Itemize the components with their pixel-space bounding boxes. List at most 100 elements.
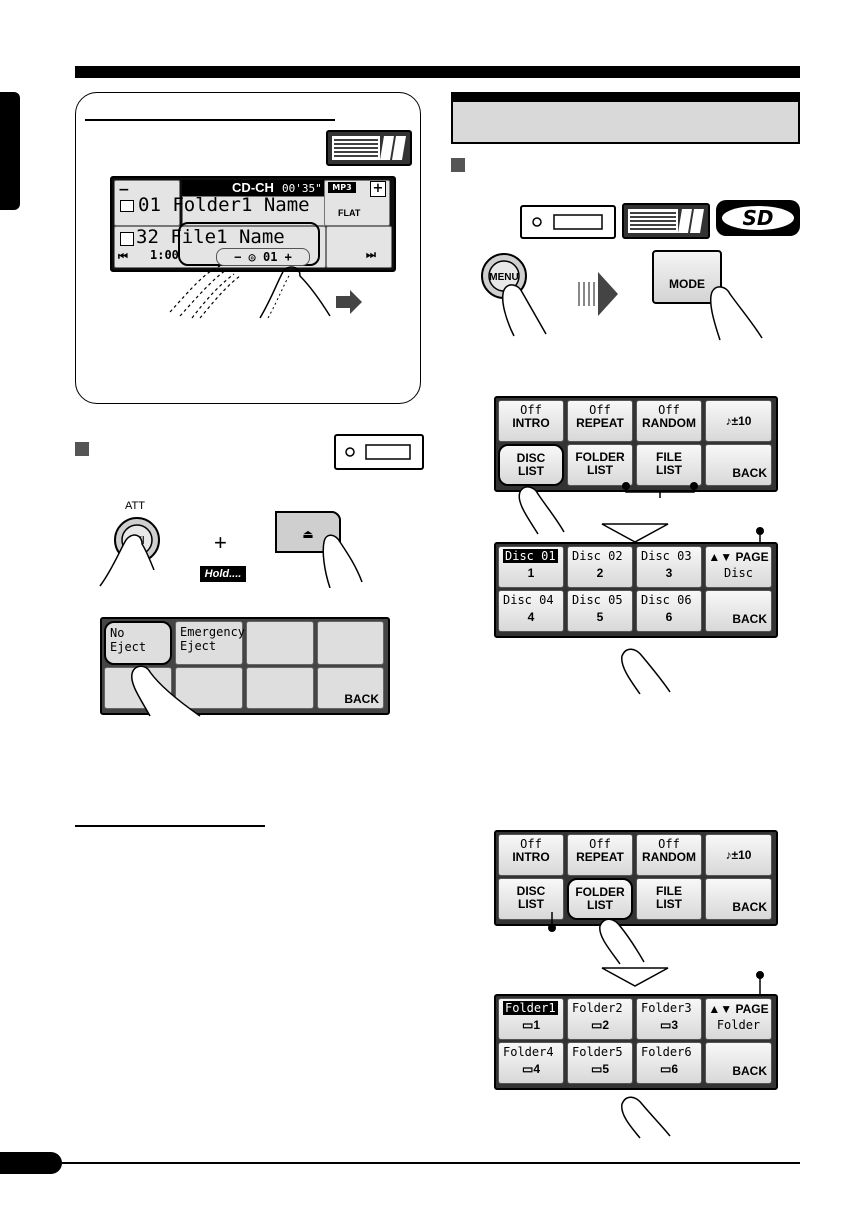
tap-fingers-icon (169, 265, 362, 319)
folder-icon: ▭ (659, 1062, 672, 1077)
svg-text:SD: SD (742, 206, 773, 230)
att-label: ATT (125, 500, 145, 512)
finger-press-icon (131, 665, 201, 717)
finger-press-icon (621, 1096, 671, 1139)
file-list-label-2: LIST (656, 897, 682, 912)
disc-item-name: Disc 03 (641, 549, 692, 563)
random-state: Off (658, 403, 680, 417)
minus-icon: − (118, 182, 130, 198)
source-label: CD-CH (182, 180, 324, 196)
page-sub-label: Disc (724, 566, 753, 581)
file-icon (120, 232, 134, 246)
emergency-eject-button[interactable]: Emergency Eject (175, 621, 245, 665)
step-marker (75, 442, 89, 456)
no-eject-button[interactable]: No Eject (104, 621, 172, 665)
disc-selector[interactable]: − ◎ 01 + (216, 248, 310, 266)
folder-item-number: 5 (602, 1062, 610, 1077)
folder-item[interactable]: Folder1▭1 (498, 998, 564, 1040)
folder-icon: ▭ (590, 1018, 603, 1033)
disc-minus-icon: − ◎ (234, 250, 263, 264)
empty-button (246, 621, 314, 665)
disc-item-number: 4 (527, 610, 535, 625)
disc-plus-icon: + (277, 250, 292, 264)
back-button[interactable]: BACK (705, 878, 772, 920)
file-name: 32 File1 Name (136, 226, 285, 248)
mode-button[interactable]: MODE (652, 250, 722, 304)
skip-10-button[interactable]: ♪±10 (705, 834, 772, 876)
random-label: RANDOM (642, 416, 696, 431)
finger-press-icon (621, 648, 671, 695)
folder-item[interactable]: Folder5▭5 (567, 1042, 633, 1084)
lcd-display: − CD-CH 00'35" MP3 + FLAT 01 Folder1 Nam… (110, 176, 396, 272)
back-button[interactable]: BACK (705, 590, 772, 632)
info-box (75, 92, 421, 404)
random-label: RANDOM (642, 850, 696, 865)
disc-list-label-1: DISC (516, 884, 546, 898)
empty-button (317, 621, 384, 665)
page-label: ▲▼ PAGE (706, 550, 771, 564)
back-button[interactable]: BACK (705, 1042, 772, 1084)
folder-item-number: 4 (533, 1062, 541, 1077)
back-label: BACK (732, 900, 767, 914)
back-button[interactable]: BACK (317, 667, 384, 709)
folder-item[interactable]: Folder4▭4 (498, 1042, 564, 1084)
hold-badge: Hold.... (200, 566, 246, 582)
file-list-label-1: FILE (656, 450, 682, 464)
folder-icon (120, 200, 134, 212)
folder-item[interactable]: Folder2▭2 (567, 998, 633, 1040)
folder-icon: ▭ (521, 1062, 534, 1077)
skip-10-label: ♪±10 (725, 848, 752, 862)
disc-item-number: 6 (665, 610, 673, 625)
skip-10-button[interactable]: ♪±10 (705, 400, 772, 442)
mp3-badge: MP3 (328, 182, 356, 193)
intro-label: INTRO (512, 416, 550, 431)
folder-item[interactable]: Folder6▭6 (636, 1042, 702, 1084)
plus-icon: + (370, 181, 386, 197)
info-heading-rule (85, 119, 335, 121)
page-arrows-icon: ▲▼ (708, 550, 736, 564)
intro-state: Off (520, 837, 542, 851)
back-label: BACK (732, 612, 767, 626)
repeat-state: Off (589, 837, 611, 851)
callout-and-finger (548, 912, 645, 965)
folder-list-label-1: FOLDER (575, 450, 625, 464)
disc-number: 01 (263, 250, 278, 264)
folder-list-label-1: FOLDER (575, 885, 625, 899)
folder-display (182, 196, 326, 226)
folder-list-label-2: LIST (587, 898, 613, 913)
folder-item-name: Folder6 (641, 1045, 692, 1059)
back-button[interactable]: BACK (705, 444, 772, 486)
page-button[interactable]: ▲▼ PAGE Disc (705, 546, 772, 588)
folder-item[interactable]: Folder3▭3 (636, 998, 702, 1040)
disc-item-name: Disc 01 (503, 549, 558, 563)
next-track-icon: ⏭ (366, 248, 376, 261)
next-track-button[interactable] (326, 226, 392, 268)
sd-card-logo: SD (716, 200, 800, 236)
file-list-label-1: FILE (656, 884, 682, 898)
folder-icon: ▭ (521, 1018, 534, 1033)
finger-press-icon (599, 918, 645, 965)
disc-item-number: 5 (596, 610, 604, 625)
